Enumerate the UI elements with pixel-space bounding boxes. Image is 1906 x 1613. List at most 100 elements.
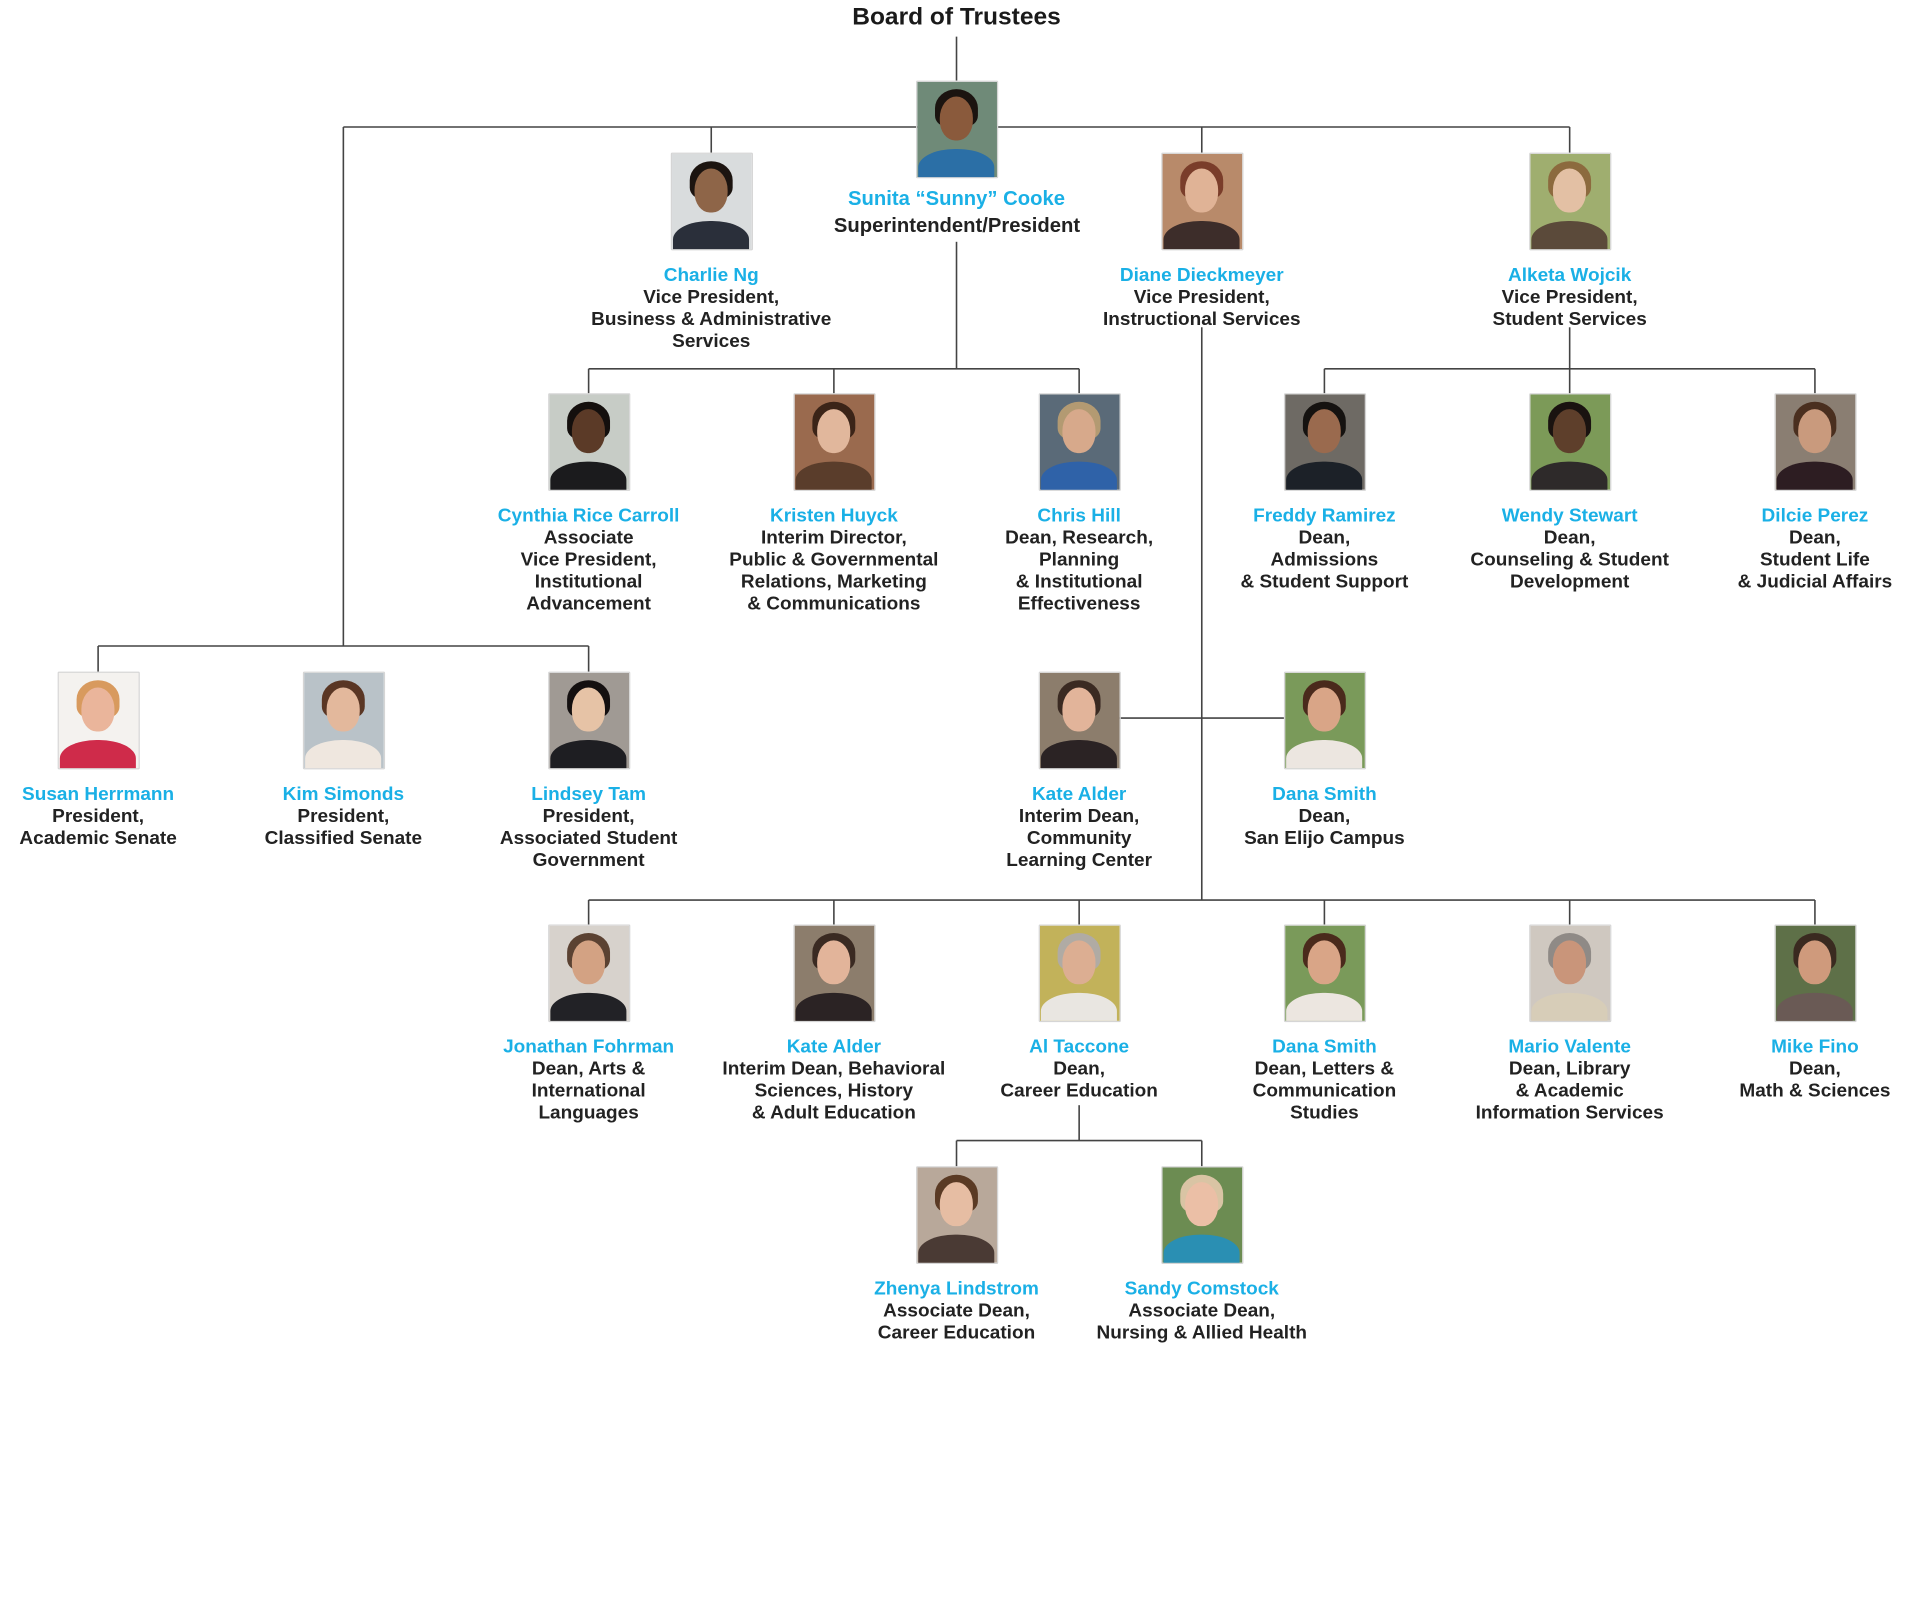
- person-name: Wendy Stewart: [1501, 505, 1638, 527]
- person-name: Chris Hill: [1037, 505, 1121, 527]
- person-title-line: Dean,: [1543, 527, 1596, 549]
- person-name: Susan Herrmann: [22, 784, 175, 805]
- person-name: Freddy Ramirez: [1253, 505, 1396, 527]
- person-title-line: Interim Director,: [760, 527, 907, 549]
- person-name: Sunita “Sunny” Cooke: [848, 188, 1066, 211]
- person-name: Lindsey Tam: [531, 784, 647, 805]
- person-title-line: Learning Center: [1006, 849, 1153, 871]
- person-title-line: Advancement: [526, 593, 651, 615]
- portrait-photo: [547, 671, 630, 770]
- person-title-line: Instructional Services: [1102, 308, 1301, 330]
- person-title-line: Dean,: [1053, 1058, 1106, 1080]
- board-of-trustees-label: Board of Trustees: [852, 3, 1061, 31]
- portrait-photo: [792, 393, 875, 491]
- person-title-line: Student Services: [1492, 308, 1647, 330]
- portrait-photo: [1160, 152, 1243, 251]
- portrait-photo: [1283, 393, 1366, 491]
- person-title-line: President,: [542, 805, 635, 827]
- portrait-photo: [1528, 924, 1611, 1023]
- person-title-line: Languages: [538, 1102, 639, 1124]
- person-title-line: & Academic: [1515, 1080, 1624, 1102]
- person-title-line: Superintendent/President: [833, 214, 1081, 237]
- portrait-photo: [1773, 393, 1857, 491]
- person-name: Kate Alder: [786, 1036, 882, 1058]
- person-title-line: Interim Dean,: [1018, 805, 1140, 827]
- person-title-line: Classified Senate: [264, 827, 423, 849]
- person-title-line: Associated Student: [499, 827, 678, 849]
- person-title-line: Planning: [1039, 549, 1120, 571]
- portrait-photo: [1528, 152, 1611, 251]
- portrait-photo: [1773, 924, 1857, 1023]
- person-title-line: Sciences, History: [754, 1080, 914, 1102]
- person-title-line: President,: [297, 805, 390, 827]
- portrait-photo: [670, 152, 753, 251]
- person-title-line: Career Education: [877, 1322, 1036, 1344]
- person-name: Dilcie Perez: [1761, 505, 1869, 527]
- person-title-line: Academic Senate: [19, 827, 177, 849]
- portrait-photo: [792, 924, 875, 1023]
- person-name: Diane Dieckmeyer: [1119, 265, 1284, 286]
- person-title-line: Math & Sciences: [1739, 1080, 1891, 1102]
- person-name: Kristen Huyck: [769, 505, 898, 527]
- person-name: Jonathan Fohrman: [503, 1036, 675, 1058]
- person-name: Zhenya Lindstrom: [874, 1278, 1039, 1300]
- person-title-line: San Elijo Campus: [1244, 827, 1405, 849]
- person-title-line: Effectiveness: [1017, 593, 1141, 615]
- person-title-line: Counseling & Student: [1470, 549, 1669, 571]
- connector-lines: [97, 36, 1816, 1167]
- person-title-line: Public & Governmental: [729, 549, 939, 571]
- person-title-line: Dean,: [1298, 805, 1351, 827]
- person-title-line: Community: [1026, 827, 1132, 849]
- person-title-line: Nursing & Allied Health: [1096, 1322, 1308, 1344]
- person-title-line: Studies: [1290, 1102, 1359, 1124]
- person-title-line: Dean,: [1789, 527, 1841, 549]
- person-name: Cynthia Rice Carroll: [497, 505, 680, 527]
- person-name: Mario Valente: [1508, 1036, 1631, 1058]
- person-name: Charlie Ng: [663, 265, 759, 286]
- person-name: Alketa Wojcik: [1508, 265, 1632, 286]
- person-name: Dana Smith: [1272, 1036, 1377, 1058]
- portrait-photo: [1038, 393, 1121, 491]
- person-title-line: Relations, Marketing: [740, 571, 927, 593]
- portrait-photo: [1160, 1166, 1243, 1264]
- portrait-photo: [1038, 924, 1121, 1023]
- person-title-line: President,: [52, 805, 145, 827]
- person-title-line: Dean, Library: [1508, 1058, 1631, 1080]
- person-title-line: & Student Support: [1240, 571, 1409, 593]
- person-name: Dana Smith: [1272, 784, 1377, 805]
- person-title-line: International: [531, 1080, 646, 1102]
- person-title-line: Vice President,: [520, 549, 657, 571]
- portrait-photo: [57, 671, 140, 770]
- person-title-line: Communication: [1252, 1080, 1397, 1102]
- person-title-line: Dean,: [1789, 1058, 1841, 1080]
- person-title-line: Admissions: [1270, 549, 1379, 571]
- person-title-line: & Judicial Affairs: [1737, 571, 1893, 593]
- person-title-line: Vice President,: [1133, 286, 1270, 308]
- portrait-photo: [547, 924, 630, 1023]
- portrait-photo: [915, 1166, 998, 1264]
- portrait-photo: [1528, 393, 1611, 491]
- person-title-line: Dean, Research,: [1005, 527, 1154, 549]
- person-title-line: Dean,: [1298, 527, 1351, 549]
